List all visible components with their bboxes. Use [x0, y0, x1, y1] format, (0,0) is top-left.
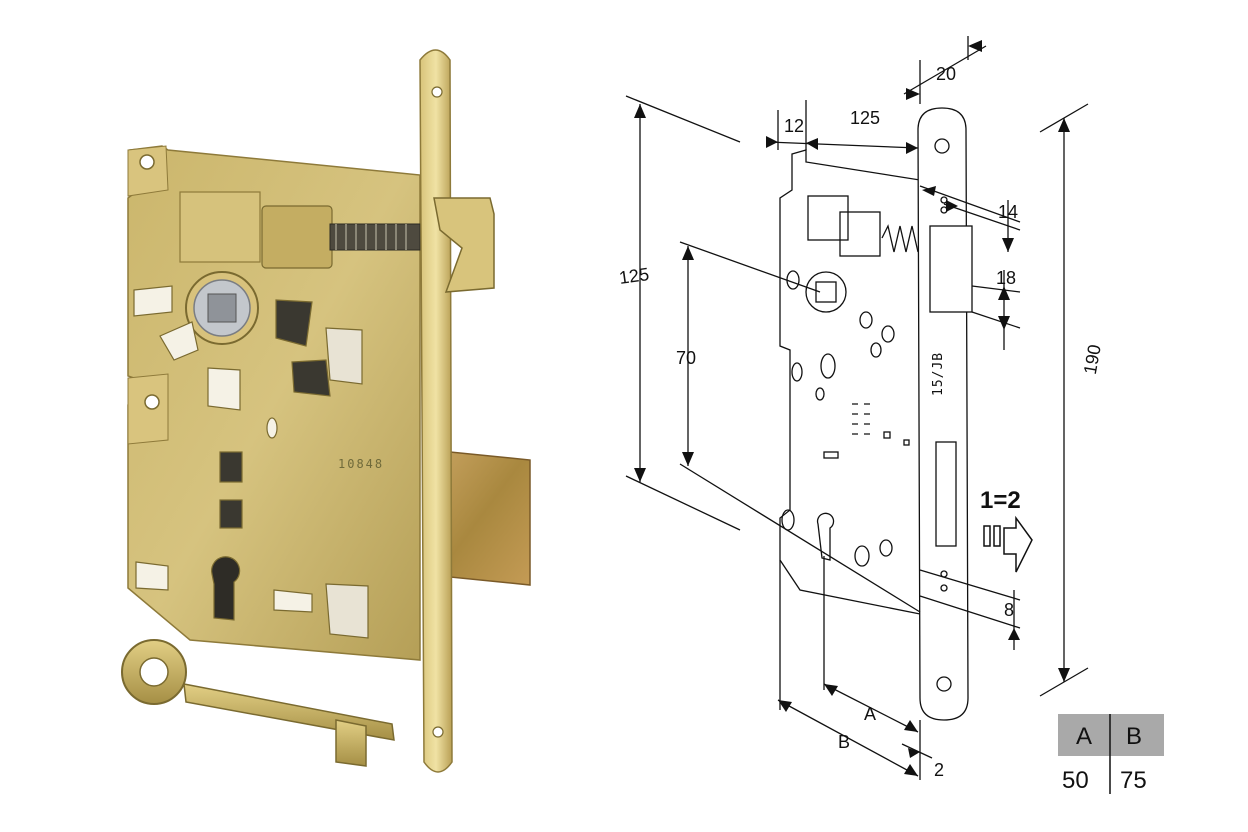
drawing-spindle-hole	[815, 281, 837, 303]
drawing-faceplate-screw-top	[934, 138, 950, 154]
dim-70-bot-ext	[679, 463, 921, 613]
drawing-slot-3	[823, 451, 839, 459]
dim-label-8: 8	[1004, 600, 1014, 620]
dim-label-b: B	[838, 732, 850, 752]
latch-bolt	[433, 197, 495, 293]
dimension-arrowheads	[634, 40, 1070, 776]
technical-drawing	[625, 36, 1089, 780]
table-header-bg	[1058, 714, 1164, 756]
drawing-hole-2	[859, 311, 873, 329]
drawing-spindle-hub	[805, 271, 847, 313]
cutout-1	[133, 285, 173, 317]
dim-8-ext-1	[919, 569, 1021, 601]
table-value-b: 75	[1120, 767, 1147, 794]
dim-125h-top-ext	[625, 95, 741, 143]
drawing-latch-bolt	[929, 225, 973, 313]
dim-18-ext-2	[971, 311, 1021, 329]
drawing-slot-2	[903, 439, 910, 446]
dim-14-ext-1	[919, 185, 1021, 223]
dim-label-18: 18	[996, 268, 1016, 288]
drawing-slot-1	[883, 431, 891, 439]
dim-b-line	[777, 699, 919, 777]
cutout-12	[325, 583, 369, 639]
drawing-latch-housing	[807, 195, 849, 241]
cutout-7	[266, 417, 278, 439]
mounting-lug-mid	[127, 373, 169, 445]
reversible-label: 1=2	[980, 487, 1021, 514]
dim-8-ext-2	[919, 595, 1021, 629]
cutout-4	[325, 327, 363, 385]
drawing-keyhole	[816, 512, 835, 561]
dim-label-a: A	[864, 704, 876, 724]
cutout-2	[159, 321, 199, 361]
drawing-faceplate-mark-1	[940, 196, 948, 204]
dim-label-20: 20	[936, 64, 956, 84]
backset-table: A B 50 75	[1058, 714, 1164, 794]
latch-spring-coils	[335, 224, 407, 250]
dim-label-125-width: 125	[850, 108, 880, 128]
drawing-hole-7	[815, 387, 825, 401]
drawing-faceplate-screw-bottom	[936, 676, 952, 692]
cutout-5	[291, 359, 331, 397]
drawing-case	[779, 149, 921, 615]
table-header-b: B	[1126, 723, 1142, 750]
dim-18-ext-1	[971, 285, 1021, 293]
dim-label-14: 14	[998, 202, 1018, 222]
key	[121, 639, 395, 767]
drawing-marking-dots	[852, 403, 870, 435]
keyhole-photo	[211, 556, 241, 621]
drawing-faceplate-mark-4	[940, 584, 948, 592]
latch-housing	[179, 191, 261, 263]
dim-label-70: 70	[676, 348, 696, 368]
latch-carrier	[261, 205, 333, 269]
drawing-latch-carrier	[839, 211, 881, 257]
photo-lock-marking: 10848	[338, 457, 384, 471]
lock-photo: 10848	[121, 49, 531, 773]
cutout-6	[207, 367, 241, 411]
cutout-8	[219, 451, 243, 483]
drawing-faceplate	[917, 107, 969, 721]
mounting-lug-top	[127, 145, 169, 197]
drawing-bolt-slot	[935, 441, 957, 547]
drawing-hole-6	[791, 362, 803, 382]
faceplate-photo	[419, 49, 453, 773]
dim-label-190: 190	[1080, 343, 1105, 376]
key-bit	[335, 719, 367, 767]
faceplate-screw-bottom	[432, 726, 444, 738]
dim-label-125-height: 125	[618, 264, 651, 288]
drawing-hole-5	[820, 353, 836, 379]
table-value-a: 50	[1062, 767, 1089, 794]
drawing-hole-3	[881, 325, 895, 343]
screw-hole-mid	[144, 394, 160, 410]
dim-a-line	[823, 683, 919, 733]
dim-12-125-line	[767, 141, 919, 149]
dim-70-top-ext	[679, 241, 821, 293]
table-header-a: A	[1076, 723, 1092, 750]
drawing-hole-10	[879, 539, 893, 557]
screw-hole-top	[139, 154, 155, 170]
spindle-square-hole	[207, 293, 237, 323]
faceplate-screw-top	[431, 86, 443, 98]
cutout-11	[273, 589, 313, 613]
cutout-9	[219, 499, 243, 529]
lock-case	[127, 145, 421, 661]
dim-14-ext-2	[943, 203, 1021, 231]
cutout-10	[135, 561, 169, 591]
key-bow-hole	[139, 657, 169, 687]
dim-20-line	[903, 45, 987, 95]
dim-label-2: 2	[934, 760, 944, 780]
drawing-hole-9	[854, 545, 870, 567]
cutout-3	[275, 299, 313, 347]
drawing-latch-spring	[881, 224, 919, 253]
dim-label-12: 12	[784, 116, 804, 136]
drawing-lock-marking: 15/JB	[931, 352, 946, 396]
reversible-arrow-icon	[983, 515, 1033, 573]
dim-125h-bot-ext	[625, 475, 741, 531]
drawing-hole-4	[870, 342, 882, 358]
